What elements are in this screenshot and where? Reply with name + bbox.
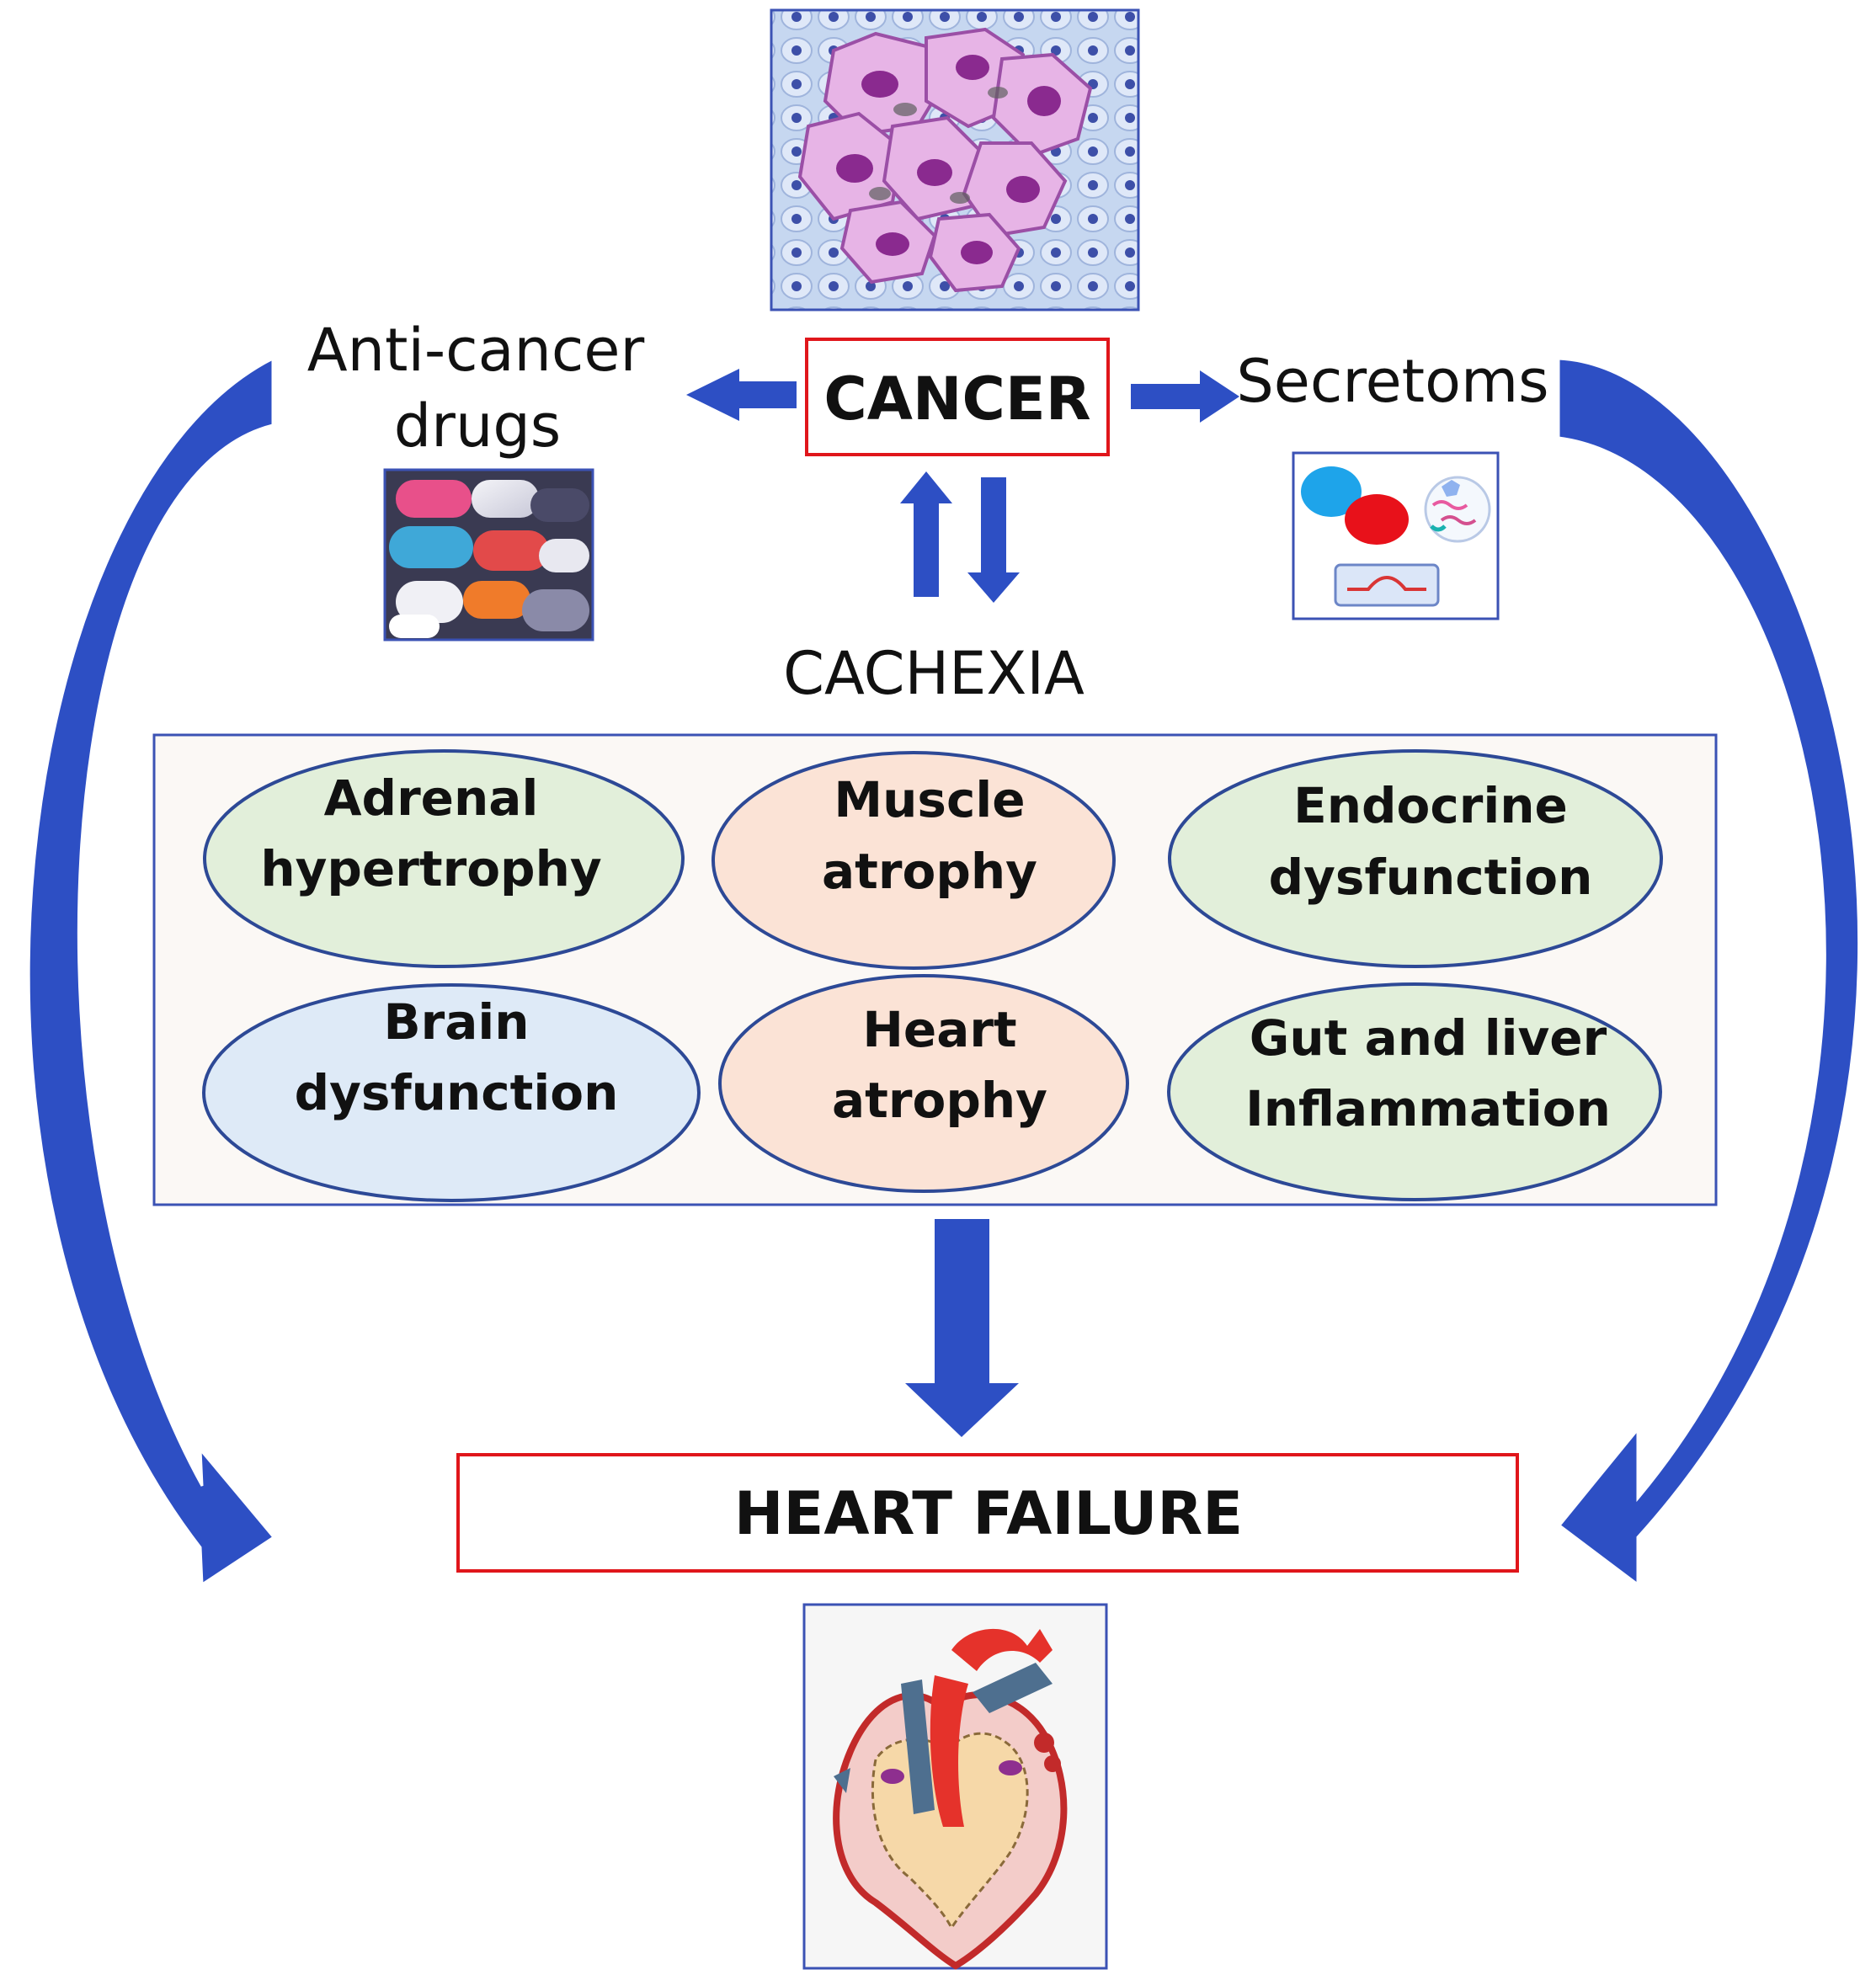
effect-label-line2: hypertrophy: [260, 840, 601, 897]
effect-brain-dysfunction: Brain dysfunction: [202, 983, 701, 1202]
secretoms-label: Secretoms: [1236, 347, 1548, 416]
curved-arrow-left: [27, 356, 276, 1587]
arrow-left-to-drugs: [686, 369, 797, 421]
arrow-right-to-secretoms: [1131, 370, 1239, 423]
effect-ellipse: [203, 749, 685, 968]
effect-heart-atrophy: Heart atrophy: [718, 974, 1129, 1193]
arrow-down-to-heart-failure: [905, 1219, 1019, 1437]
effect-label-line2: Inflammation: [1245, 1080, 1611, 1137]
effect-muscle-atrophy: Muscle atrophy: [711, 751, 1116, 970]
heart-failure-box: HEART FAILURE: [456, 1453, 1519, 1573]
effect-ellipse: [718, 974, 1129, 1193]
cancer-label: CANCER: [823, 365, 1090, 434]
effect-label-line1: Adrenal: [324, 769, 539, 827]
effect-label-line1: Heart: [862, 1001, 1016, 1058]
curved-arrow-right: [1557, 357, 1861, 1588]
heart-failure-label: HEART FAILURE: [734, 1479, 1243, 1548]
anti-cancer-label-line2: drugs: [394, 391, 561, 460]
heart-anatomy-image: [802, 1603, 1108, 1970]
effect-ellipse: [1168, 749, 1663, 968]
effect-ellipse: [202, 983, 701, 1202]
cachexia-label: CACHEXIA: [783, 639, 1085, 708]
effect-label-line1: Muscle: [834, 771, 1025, 828]
effect-label-line2: atrophy: [832, 1072, 1047, 1129]
arrow-down-to-cachexia: [967, 477, 1020, 603]
effect-endocrine-dysfunction: Endocrine dysfunction: [1168, 749, 1663, 968]
secretome-molecules-image: [1292, 451, 1500, 620]
effect-label-line1: Brain: [383, 993, 529, 1051]
effect-adrenal-hypertrophy: Adrenal hypertrophy: [203, 749, 685, 968]
effect-label-line2: atrophy: [822, 843, 1037, 900]
effect-ellipse: [711, 751, 1116, 970]
effect-label-line1: Endocrine: [1293, 777, 1568, 834]
anti-cancer-label-line1: Anti-cancer: [307, 316, 645, 385]
effect-label-line2: dysfunction: [1269, 849, 1593, 906]
arrow-up-to-cancer: [900, 471, 952, 597]
cancer-cells-image: [770, 8, 1140, 311]
pills-image: [383, 468, 594, 641]
effect-ellipse: [1167, 982, 1662, 1201]
effect-gut-liver-inflammation: Gut and liver Inflammation: [1167, 982, 1662, 1201]
cancer-box: CANCER: [805, 338, 1110, 456]
effect-label-line2: dysfunction: [295, 1064, 619, 1121]
effect-label-line1: Gut and liver: [1250, 1009, 1607, 1067]
